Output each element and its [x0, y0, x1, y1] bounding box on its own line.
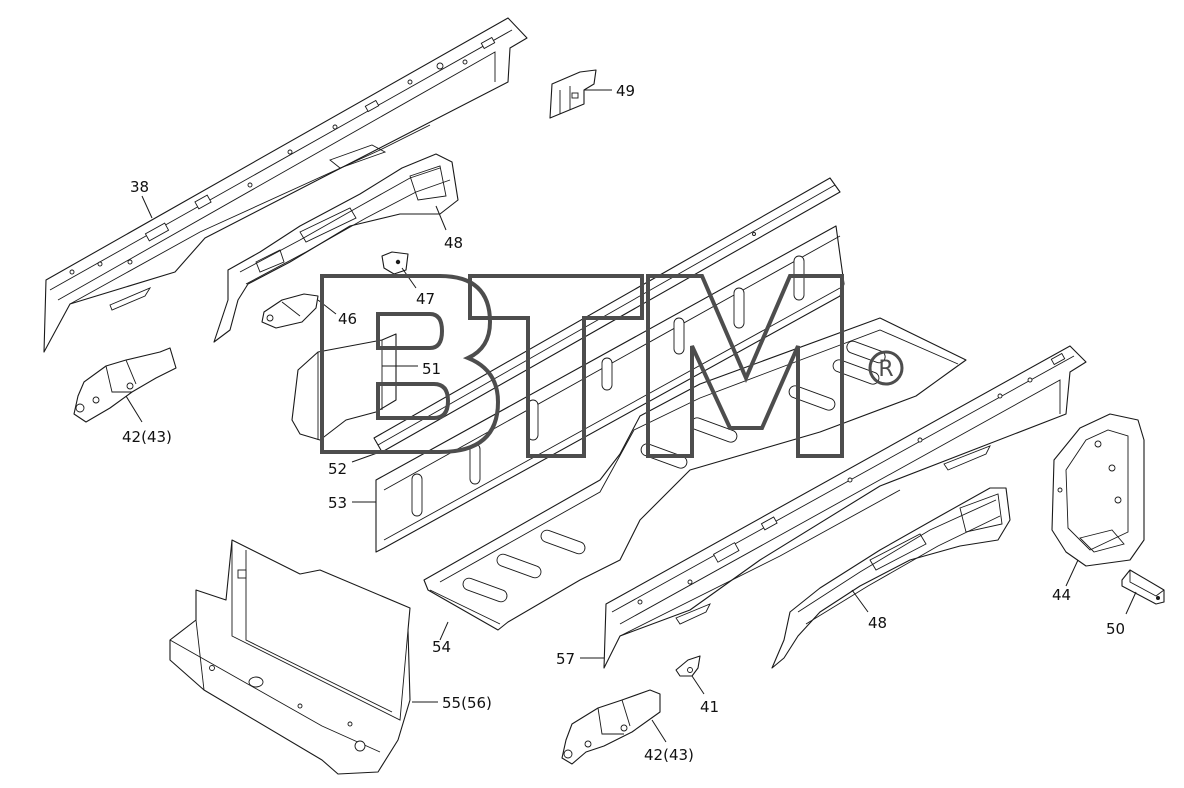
registered-mark-icon: [868, 350, 904, 386]
callout-51: 51: [422, 360, 441, 378]
part-38-side-rail: [43, 17, 528, 353]
callout-53: 53: [328, 494, 347, 512]
callout-41: 41: [700, 698, 719, 716]
watermark-letter-m: [646, 274, 844, 458]
callout-labels: 38 49 48 47 46 51 42(43) 52 53 54 44 48 …: [122, 82, 1125, 764]
btm-watermark: R: [320, 274, 904, 458]
part-42-43-hinge-lower: [561, 689, 667, 765]
callout-46: 46: [338, 310, 357, 328]
part-41-clip: [675, 655, 705, 695]
callout-47: 47: [416, 290, 435, 308]
part-48-lower-member: [771, 487, 1011, 669]
watermark-registered-letter: R: [878, 357, 893, 382]
part-57-side-rail: [580, 345, 1087, 669]
callout-42-43-lower: 42(43): [644, 746, 694, 764]
part-42-43-hinge-upper: [73, 347, 177, 423]
part-51-block: [291, 333, 418, 441]
part-50-small-block: [1121, 569, 1165, 615]
part-46-bracket: [261, 293, 337, 329]
part-52-angle-strip: [351, 177, 841, 463]
callout-54: 54: [432, 638, 451, 656]
callout-48-lower: 48: [868, 614, 887, 632]
callout-48-upper: 48: [444, 234, 463, 252]
part-44-frame-bracket: [1051, 413, 1145, 587]
part-48-upper-member: [213, 153, 459, 343]
part-49-bracket: [549, 69, 612, 119]
part-54-floor-member: [423, 317, 967, 641]
part-53-slotted-rail: [352, 225, 845, 553]
callout-49: 49: [616, 82, 635, 100]
callout-50: 50: [1106, 620, 1125, 638]
part-55-56-panel: [169, 539, 438, 775]
part-47-clip: [381, 251, 417, 289]
callout-42-43-upper: 42(43): [122, 428, 172, 446]
callout-55-56: 55(56): [442, 694, 492, 712]
callout-52: 52: [328, 460, 347, 478]
watermark-letter-t: [468, 274, 644, 458]
callout-44: 44: [1052, 586, 1071, 604]
callout-38: 38: [130, 178, 149, 196]
watermark-letter-b: [320, 274, 501, 454]
callout-57: 57: [556, 650, 575, 668]
